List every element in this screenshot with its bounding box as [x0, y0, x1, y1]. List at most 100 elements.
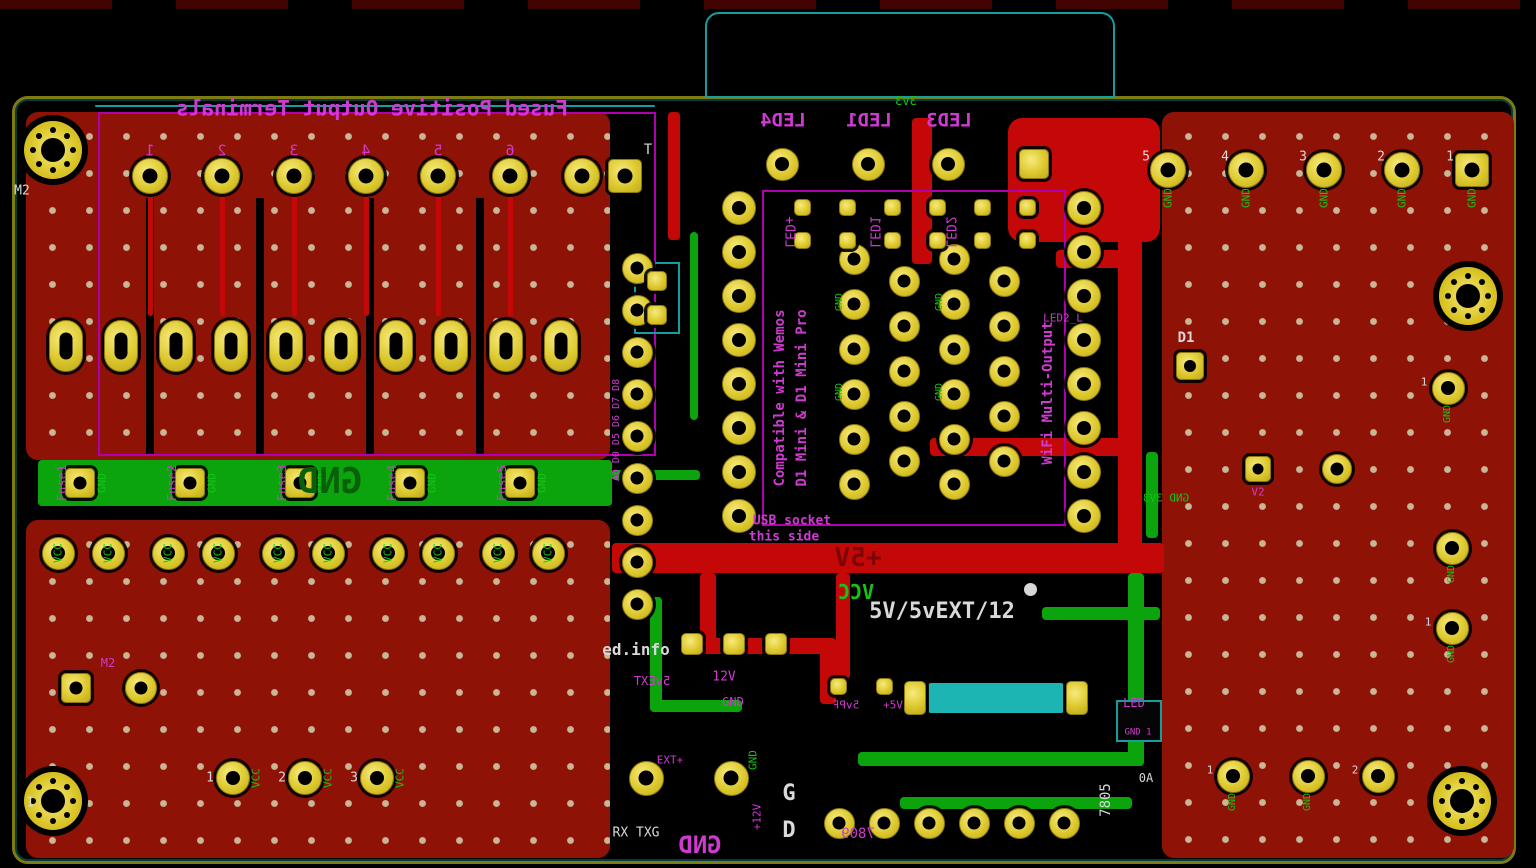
- smd-pad[interactable]: [647, 271, 667, 291]
- silkscreen-label[interactable]: LED+: [781, 216, 797, 248]
- tht-pad[interactable]: [938, 468, 970, 500]
- vcc-pad[interactable]: [91, 536, 125, 570]
- silkscreen-label[interactable]: VCC: [393, 768, 407, 788]
- silkscreen-label[interactable]: D: [782, 818, 796, 843]
- copper-trace[interactable]: [292, 194, 297, 316]
- capacitor-pad[interactable]: [904, 681, 926, 715]
- resistor-pad[interactable]: [1018, 198, 1036, 216]
- tht-pad[interactable]: [938, 243, 970, 275]
- terminal-pad[interactable]: [420, 158, 456, 194]
- silkscreen-label[interactable]: 6: [505, 141, 515, 160]
- tht-pad[interactable]: [938, 288, 970, 320]
- silkscreen-label[interactable]: GND: [934, 292, 945, 312]
- tht-pad[interactable]: [938, 333, 970, 365]
- silkscreen-label[interactable]: GND: [1302, 792, 1313, 812]
- led-pad[interactable]: [931, 147, 965, 181]
- silkscreen-label[interactable]: G: [782, 781, 796, 806]
- resistor-pad[interactable]: [793, 198, 811, 216]
- silkscreen-label[interactable]: 5vEXT: [633, 674, 671, 688]
- gnd-pad[interactable]: [1455, 153, 1489, 187]
- header-pad[interactable]: [1067, 323, 1101, 357]
- fuse-slot-pad[interactable]: [104, 320, 138, 372]
- terminal-pad[interactable]: [564, 158, 600, 194]
- tht-pad[interactable]: [1003, 807, 1035, 839]
- silkscreen-label[interactable]: 4: [361, 141, 371, 160]
- silkscreen-label[interactable]: GND 1: [1124, 727, 1152, 738]
- copper-trace[interactable]: [436, 194, 441, 316]
- silkscreen-label[interactable]: GND: [1465, 188, 1479, 208]
- tht-pad[interactable]: [1176, 352, 1204, 380]
- tht-pad[interactable]: [888, 355, 920, 387]
- tht-pad[interactable]: [1245, 456, 1271, 482]
- plus5v-trace[interactable]: [612, 543, 1164, 573]
- fuse-gnd-pad[interactable]: [395, 468, 425, 498]
- silkscreen-label[interactable]: LED: [1123, 696, 1145, 710]
- header-pad[interactable]: [1067, 367, 1101, 401]
- silkscreen-label[interactable]: 5vPF: [832, 698, 860, 712]
- tht-pad[interactable]: [713, 760, 749, 796]
- gnd-pad[interactable]: [1361, 759, 1395, 793]
- silkscreen-label[interactable]: VCC: [431, 543, 445, 563]
- tht-pad[interactable]: [988, 265, 1020, 297]
- silkscreen-label[interactable]: VCC: [381, 543, 395, 563]
- silkscreen-label[interactable]: GND: [934, 382, 945, 402]
- tht-pad[interactable]: [838, 468, 870, 500]
- silkscreen-label[interactable]: GND: [678, 831, 722, 859]
- silkscreen-label[interactable]: M2: [100, 656, 116, 670]
- header-pad[interactable]: [722, 323, 756, 357]
- smd-pad[interactable]: [681, 633, 703, 655]
- tht-pad[interactable]: [888, 400, 920, 432]
- silkscreen-label[interactable]: VCC: [541, 543, 555, 563]
- led-pad[interactable]: [765, 147, 799, 181]
- silkscreen-label[interactable]: LED4: [760, 109, 806, 132]
- header-pad[interactable]: [722, 235, 756, 269]
- silkscreen-label[interactable]: GND: [834, 382, 845, 402]
- silkscreen-label[interactable]: 5: [1142, 149, 1150, 165]
- fuse-gnd-pad[interactable]: [65, 468, 95, 498]
- silkscreen-label[interactable]: 7805: [1098, 783, 1114, 817]
- vcc-pad[interactable]: [481, 536, 515, 570]
- copper-trace[interactable]: [930, 438, 1122, 456]
- silkscreen-label[interactable]: D1 Mini & D1 Mini Pro: [794, 309, 810, 487]
- vcc-pad[interactable]: [201, 536, 235, 570]
- gnd-pad[interactable]: [1216, 759, 1250, 793]
- silkscreen-label[interactable]: GND: [1442, 404, 1453, 424]
- led-pad[interactable]: [1019, 149, 1049, 179]
- silkscreen-label[interactable]: RX TXG: [612, 825, 660, 841]
- header-pad[interactable]: [722, 455, 756, 489]
- silkscreen-label[interactable]: VCC: [211, 543, 225, 563]
- header-pad[interactable]: [1067, 455, 1101, 489]
- terminal-pad[interactable]: [492, 158, 528, 194]
- gnd-pad[interactable]: [1228, 152, 1264, 188]
- header-pad[interactable]: [1067, 499, 1101, 533]
- fuse-slot-pad[interactable]: [324, 320, 358, 372]
- silkscreen-label[interactable]: GND: [205, 473, 219, 493]
- header-pad[interactable]: [1067, 411, 1101, 445]
- resistor-pad[interactable]: [793, 231, 811, 249]
- silkscreen-label[interactable]: Fuse2: [165, 464, 179, 502]
- vcc-pad[interactable]: [288, 761, 322, 795]
- tht-pad[interactable]: [1322, 454, 1352, 484]
- smd-pad[interactable]: [723, 633, 745, 655]
- silkscreen-label[interactable]: 2: [217, 141, 227, 160]
- copper-trace[interactable]: [858, 752, 1144, 766]
- vcc-pad[interactable]: [531, 536, 565, 570]
- vcc-pad[interactable]: [371, 536, 405, 570]
- resistor-pad[interactable]: [883, 198, 901, 216]
- tht-pad[interactable]: [938, 423, 970, 455]
- copper-trace[interactable]: [900, 797, 1132, 809]
- fuse-slot-pad[interactable]: [159, 320, 193, 372]
- silkscreen-label[interactable]: VCC: [321, 768, 335, 788]
- header-pad[interactable]: [1067, 191, 1101, 225]
- header-pad[interactable]: [621, 420, 653, 452]
- silkscreen-label[interactable]: +5V: [883, 698, 903, 712]
- terminal-pad[interactable]: [608, 159, 642, 193]
- fuse-gnd-pad[interactable]: [175, 468, 205, 498]
- silkscreen-label[interactable]: GND: [1317, 188, 1331, 208]
- silkscreen-label[interactable]: GND: [1239, 188, 1253, 208]
- resistor-pad[interactable]: [928, 231, 946, 249]
- silkscreen-label[interactable]: GND: [1227, 792, 1238, 812]
- led-pad[interactable]: [851, 147, 885, 181]
- fuse-slot-pad[interactable]: [379, 320, 413, 372]
